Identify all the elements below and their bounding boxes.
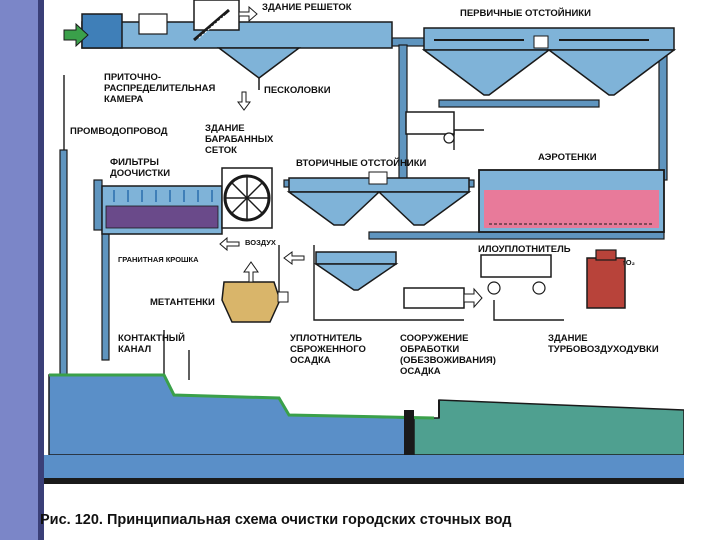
sludge-thickener xyxy=(480,254,552,278)
flow-lines xyxy=(63,75,564,380)
label-sludge-thickener: ИЛОУПЛОТНИТЕЛЬ xyxy=(478,244,571,255)
dewatering-unit xyxy=(403,287,465,309)
label-drum-screens-building: ЗДАНИЕ БАРАБАННЫХ СЕТОК xyxy=(205,123,274,156)
screen-house-2 xyxy=(193,0,240,31)
thickener-pump-2 xyxy=(532,281,546,295)
primary-settler-cone-1 xyxy=(421,49,552,96)
thickener-pump-1 xyxy=(487,281,501,295)
river-bottom-water xyxy=(44,455,684,478)
filters-block xyxy=(101,167,273,252)
label-primary-settlers: ПЕРВИЧНЫЕ ОТСТОЙНИКИ xyxy=(460,8,591,19)
dewatering-block xyxy=(403,287,483,309)
primary-drive xyxy=(533,35,549,49)
dewatered-sludge-arrow xyxy=(463,287,483,309)
turbo-blower-block xyxy=(586,249,626,309)
sand-trap-hopper xyxy=(216,47,302,79)
filter-nozzles xyxy=(113,190,213,202)
label-secondary-settlers: ВТОРИЧНЫЕ ОТСТОЙНИКИ xyxy=(296,158,427,169)
fermented-thickener-block xyxy=(283,251,399,291)
line-thickener-out xyxy=(493,300,564,321)
secondary-drive xyxy=(368,171,388,185)
river-water-right xyxy=(413,399,684,456)
pipe-industrial xyxy=(59,149,68,376)
label-industrial-pipeline: ПРОМВОДОПРОВОД xyxy=(70,126,168,137)
pipe-return-sludge xyxy=(368,231,665,240)
pipe-primary-sludge xyxy=(438,99,600,108)
primary-settlers xyxy=(421,27,677,96)
label-aerotanks: АЭРОТЕНКИ xyxy=(538,152,597,163)
side-strip-edge xyxy=(38,0,44,540)
line-box-link xyxy=(453,129,484,150)
sludge-pump-box xyxy=(405,111,455,135)
pipe-to-primary xyxy=(388,37,430,47)
side-strip xyxy=(0,0,38,540)
primary-settler-cone-2 xyxy=(546,49,677,96)
treatment-scheme-diagram xyxy=(44,0,684,484)
label-post-filters: ФИЛЬТРЫ ДООЧИСТКИ xyxy=(110,157,171,179)
label-building-screens: ЗДАНИЕ РЕШЕТОК xyxy=(262,2,352,13)
outfall-wall xyxy=(404,410,414,480)
drum-spokes xyxy=(225,176,269,220)
label-sludge-treatment: СООРУЖЕНИЕ ОБРАБОТКИ (ОБЕЗВОЖИВАНИЯ) ОСА… xyxy=(400,333,496,377)
granite-chip-media xyxy=(105,205,219,229)
label-methane-tanks: МЕТАНТЕНКИ xyxy=(150,297,215,308)
label-contact-channel: КОНТАКТНЫЙ КАНАЛ xyxy=(118,333,185,355)
turbo-blower-building xyxy=(586,257,626,309)
methane-tank xyxy=(221,281,281,323)
secondary-cone-2 xyxy=(377,191,472,226)
biogas-arrow xyxy=(243,261,259,283)
label-inlet-chamber: ПРИТОЧНО- РАСПРЕДЕЛИТЕЛЬНАЯ КАМЕРА xyxy=(104,72,216,105)
pipe-filter-left xyxy=(93,179,103,231)
methane-valve xyxy=(277,291,289,303)
methane-tank-block xyxy=(221,261,289,323)
inflow-arrow xyxy=(63,22,89,48)
fermented-thickener-basin xyxy=(315,251,397,265)
label-turbo-blower-building: ЗДАНИЕ ТУРБОВОЗДУХОДУВКИ xyxy=(548,333,659,355)
screen-rake xyxy=(193,8,230,42)
fermented-thickener-cone xyxy=(313,263,399,291)
turbo-blower-roof xyxy=(595,249,617,261)
line-methane-to-treatment xyxy=(313,245,464,321)
inlet-block xyxy=(63,0,393,111)
figure-caption: Рис. 120. Принципиальная схема очистки г… xyxy=(40,512,512,528)
screen-house-1 xyxy=(138,13,168,35)
pipe-to-contact xyxy=(101,229,110,361)
inlet-chamber xyxy=(81,13,123,49)
river-block xyxy=(44,373,684,484)
label-o2: ↑O₂ xyxy=(622,258,635,267)
sludge-thickener-block xyxy=(480,254,552,295)
label-sand-traps: ПЕСКОЛОВКИ xyxy=(264,85,331,96)
label-fermented-sludge-thickener: УПЛОТНИТЕЛЬ СБРОЖЕННОГО ОСАДКА xyxy=(290,333,366,366)
screenings-arrow xyxy=(238,5,258,23)
secondary-cone-1 xyxy=(286,191,381,226)
supernatant-arrow xyxy=(283,251,305,265)
label-air: ВОЗДУХ xyxy=(245,238,276,247)
screen-rake-teeth xyxy=(198,15,225,39)
label-granite-chips: ГРАНИТНАЯ КРОШКА xyxy=(118,255,199,264)
riverbed xyxy=(44,478,684,484)
secondary-settlers xyxy=(286,171,472,226)
aerotanks-block xyxy=(478,169,665,233)
aerotank-aeration-zone xyxy=(484,190,659,228)
sand-arrow xyxy=(237,91,251,111)
sludge-pump xyxy=(443,132,455,144)
air-arrow xyxy=(219,236,240,252)
contact-channel-outflow xyxy=(49,373,435,420)
